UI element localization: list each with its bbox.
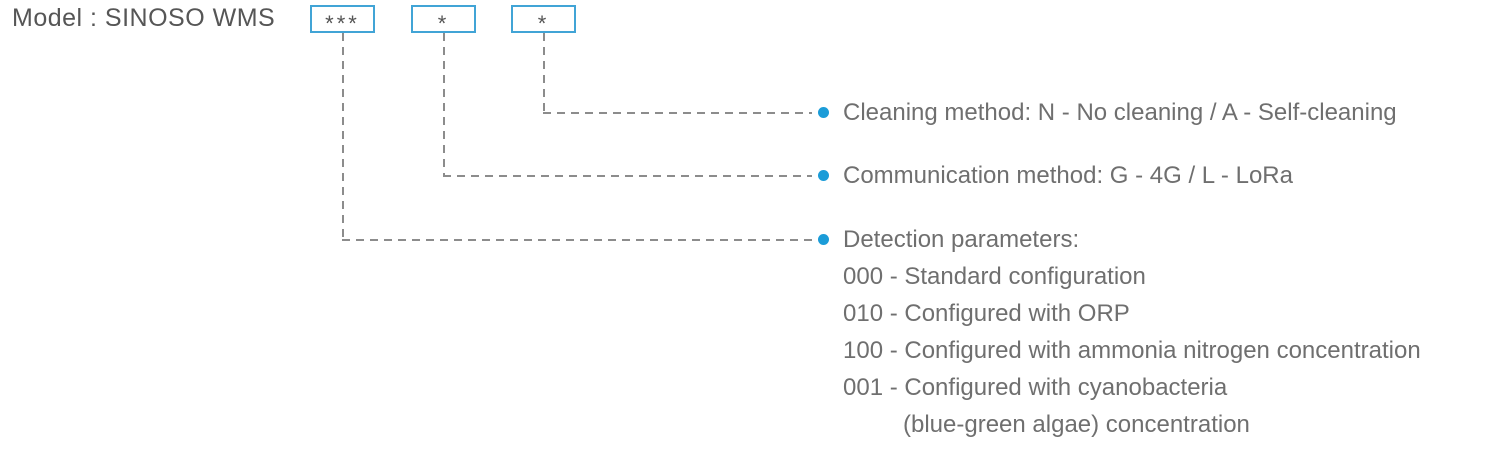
detection-parameters-label: Detection parameters: (843, 226, 1080, 253)
connector-vertical-communication (443, 33, 445, 176)
connector-vertical-cleaning (543, 33, 545, 113)
bullet-icon-communication (818, 170, 829, 181)
detection-option-001-continuation: (blue-green algae) concentration (903, 411, 1250, 438)
detection-option-100: 100 - Configured with ammonia nitrogen c… (843, 337, 1421, 364)
model-code-box-communication: * (411, 5, 476, 36)
model-code-box-cleaning: * (511, 5, 576, 36)
detection-option-000: 000 - Standard configuration (843, 263, 1146, 290)
communication-placeholder: * (437, 11, 450, 36)
connector-horizontal-cleaning (543, 112, 812, 114)
model-title: Model : SINOSO WMS (12, 4, 276, 32)
detection-parameters-block: Detection parameters: 000 - Standard con… (843, 221, 1421, 443)
model-code-box-detection: *** (310, 5, 375, 36)
detection-option-001: 001 - Configured with cyanobacteria (843, 374, 1228, 401)
cleaning-placeholder: * (537, 11, 550, 36)
connector-horizontal-communication (443, 175, 812, 177)
cleaning-method-label: Cleaning method: N - No cleaning / A - S… (843, 99, 1397, 126)
communication-method-label: Communication method: G - 4G / L - LoRa (843, 162, 1293, 189)
connector-horizontal-detection (342, 239, 812, 241)
connector-vertical-detection (342, 33, 344, 240)
bullet-icon-cleaning (818, 107, 829, 118)
bullet-icon-detection (818, 234, 829, 245)
detection-option-010: 010 - Configured with ORP (843, 300, 1130, 327)
detection-placeholder: *** (325, 11, 360, 36)
